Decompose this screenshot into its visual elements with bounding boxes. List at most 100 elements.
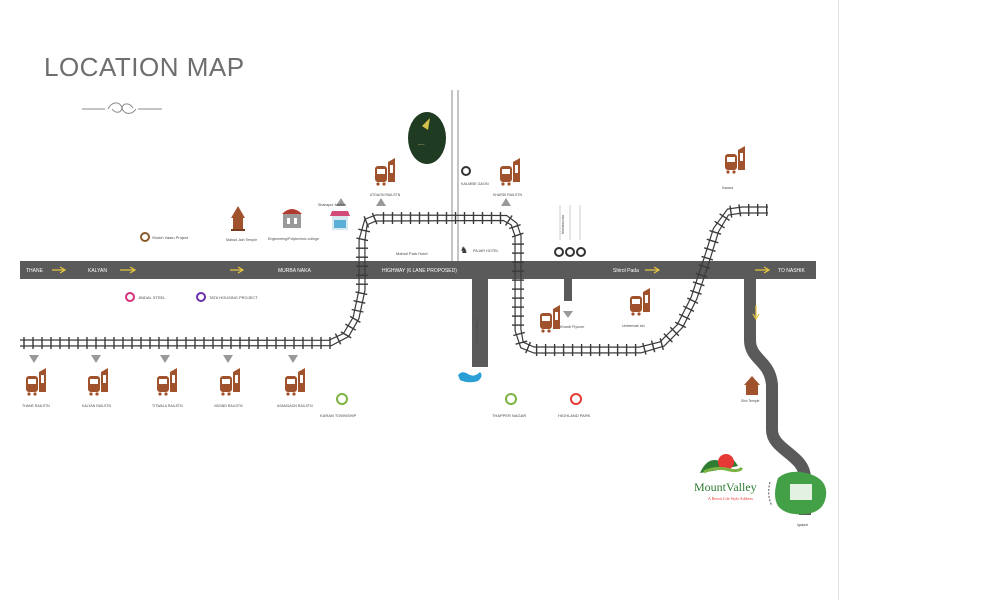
landmark-engineering-college: Engineering/Polytechnic college — [268, 209, 319, 241]
brand-tagline: A Resort Life Style Address — [708, 496, 753, 501]
nashik-road — [744, 279, 811, 515]
rail-sleeper — [353, 300, 366, 304]
station-label-vasind: VASIND RAILSTN — [214, 404, 243, 408]
landmark-village: KALMBE GAON — [461, 166, 489, 186]
svg-text:Shahapur Market: Shahapur Market — [318, 203, 346, 207]
road-label-kalyan: KALYAN — [88, 268, 107, 274]
mountvalley-logo: MountValley A Resort Life Style Address — [694, 454, 757, 501]
station-label-kalyan: KALYAN RAILSTN — [82, 404, 112, 408]
rail-sleeper — [363, 216, 370, 228]
rail-sleeper — [663, 333, 673, 343]
svg-text:KARAN TOWNSHIP: KARAN TOWNSHIP — [320, 413, 357, 418]
rail-sleeper — [371, 212, 378, 225]
landmark-shiv-temple: Shiv Temple — [741, 376, 760, 403]
svg-text:KALMBE GAON: KALMBE GAON — [461, 182, 489, 186]
rail-sleeper — [659, 338, 664, 351]
train-station-icon — [285, 368, 305, 396]
svg-text:HIGHLAND PARK: HIGHLAND PARK — [558, 413, 591, 418]
rail-sleeper — [738, 204, 742, 217]
rail-sleeper — [686, 297, 699, 305]
svg-text:JINDAL STEEL: JINDAL STEEL — [138, 295, 166, 300]
svg-text:Engineering/Polytechnic colleg: Engineering/Polytechnic college — [268, 237, 319, 241]
title-ornament — [82, 102, 162, 114]
rail-sleeper — [334, 333, 342, 345]
chair-icon: ♞ — [460, 245, 468, 255]
rail-sleeper — [513, 331, 525, 337]
station-label-atgaon: ATGAON RAILSTN — [370, 193, 401, 197]
train-station-icon — [630, 288, 650, 316]
svg-text:Mahuli Park Hotel: Mahuli Park Hotel — [396, 251, 428, 256]
station-icons — [26, 146, 745, 396]
landmark-igatpuri: Igatpuri — [797, 523, 809, 527]
rail-sleeper — [351, 308, 364, 313]
rail-sleeper — [689, 289, 702, 295]
road-label-highway: HIGHWAY (6 LANE PROPOSED) — [382, 268, 457, 274]
rail-sleeper — [355, 291, 368, 296]
rail-sleeper — [525, 341, 532, 354]
landmark-mahad-jain-temple: Mahad Jain Temple — [226, 206, 257, 242]
highway — [20, 261, 816, 279]
rail-sleeper — [515, 340, 528, 345]
train-station-icon — [26, 368, 46, 396]
rail-sleeper — [692, 281, 705, 287]
rail-sleeper — [703, 247, 716, 252]
rail-sleeper — [701, 255, 714, 261]
north-road — [451, 90, 459, 265]
road-label-nashik: TO NASHIK — [778, 268, 806, 274]
rail-sleeper — [698, 264, 711, 270]
svg-text:THAPPER NAGAR: THAPPER NAGAR — [492, 413, 526, 418]
svg-text:Khardi Flyover: Khardi Flyover — [560, 325, 585, 329]
rail-sleeper — [345, 323, 357, 331]
rail-sleeper — [729, 205, 733, 218]
road-label-thane: THANE — [26, 268, 44, 274]
landmark-rings-group — [554, 205, 586, 257]
rail-sleeper — [642, 342, 647, 355]
landmark-pajar-hotel: ♞ PAJAR HOTEL — [460, 245, 499, 255]
station-label-khardi: KHARDI RAILSTN — [493, 193, 522, 197]
rail-sleeper — [650, 340, 656, 353]
svg-text:Mahamunda: Mahamunda — [561, 215, 565, 234]
rail-line — [19, 206, 768, 348]
svg-text:Mahad Jain Temple: Mahad Jain Temple — [226, 238, 257, 242]
train-station-icon — [500, 158, 520, 186]
landmark-shubh-vastu: Shubh Vastu Project — [140, 232, 189, 242]
landmark-vihigaon-dam: Vihigaon Dam — [458, 318, 482, 383]
dam-road — [472, 279, 488, 367]
rail-sleeper — [674, 321, 687, 329]
svg-text:PAJAR HOTEL: PAJAR HOTEL — [473, 249, 499, 253]
train-station-icon — [220, 368, 240, 396]
rail-sleeper — [682, 305, 695, 313]
landmark-thapper-nagar: THAPPER NAGAR — [492, 393, 526, 418]
divider — [838, 0, 839, 600]
train-station-icon — [88, 368, 108, 396]
svg-text:Igatpuri: Igatpuri — [797, 523, 809, 527]
rail-sleeper — [504, 215, 513, 226]
svg-text:Vihigaon Dam: Vihigaon Dam — [475, 318, 480, 344]
rail-sleeper — [714, 220, 725, 229]
svg-text:Shiv Temple: Shiv Temple — [741, 399, 760, 403]
road-label-murba: MURBA NAKA — [278, 268, 311, 274]
brand-name: MountValley — [694, 480, 757, 494]
rail-sleeper — [358, 228, 371, 233]
rail-sleeper — [678, 313, 691, 321]
station-label-kasara: Kasara — [722, 186, 733, 190]
train-station-icon — [725, 146, 745, 174]
landmark-jindal-steel: JINDAL STEEL — [125, 292, 166, 302]
station-pointers — [29, 198, 573, 363]
water-icon — [458, 372, 482, 383]
rail-sleeper — [508, 224, 521, 230]
khardi-road — [564, 279, 572, 301]
project-site — [768, 471, 827, 515]
rail-sleeper — [511, 232, 524, 238]
svg-text:Shubh Vastu Project: Shubh Vastu Project — [152, 235, 189, 240]
rail-sleeper — [340, 331, 352, 339]
landmark-karan-township: KARAN TOWNSHIP — [320, 393, 357, 418]
landmark-mahamunda: Mahamunda — [561, 215, 565, 234]
station-label-titwala: TITWALA RAILSTN — [152, 404, 183, 408]
rail-sleeper — [719, 213, 730, 221]
svg-text:TATA HOUSING PROJECT: TATA HOUSING PROJECT — [209, 295, 258, 300]
rail-sleeper — [356, 237, 369, 242]
rail-sleeper — [706, 238, 719, 244]
